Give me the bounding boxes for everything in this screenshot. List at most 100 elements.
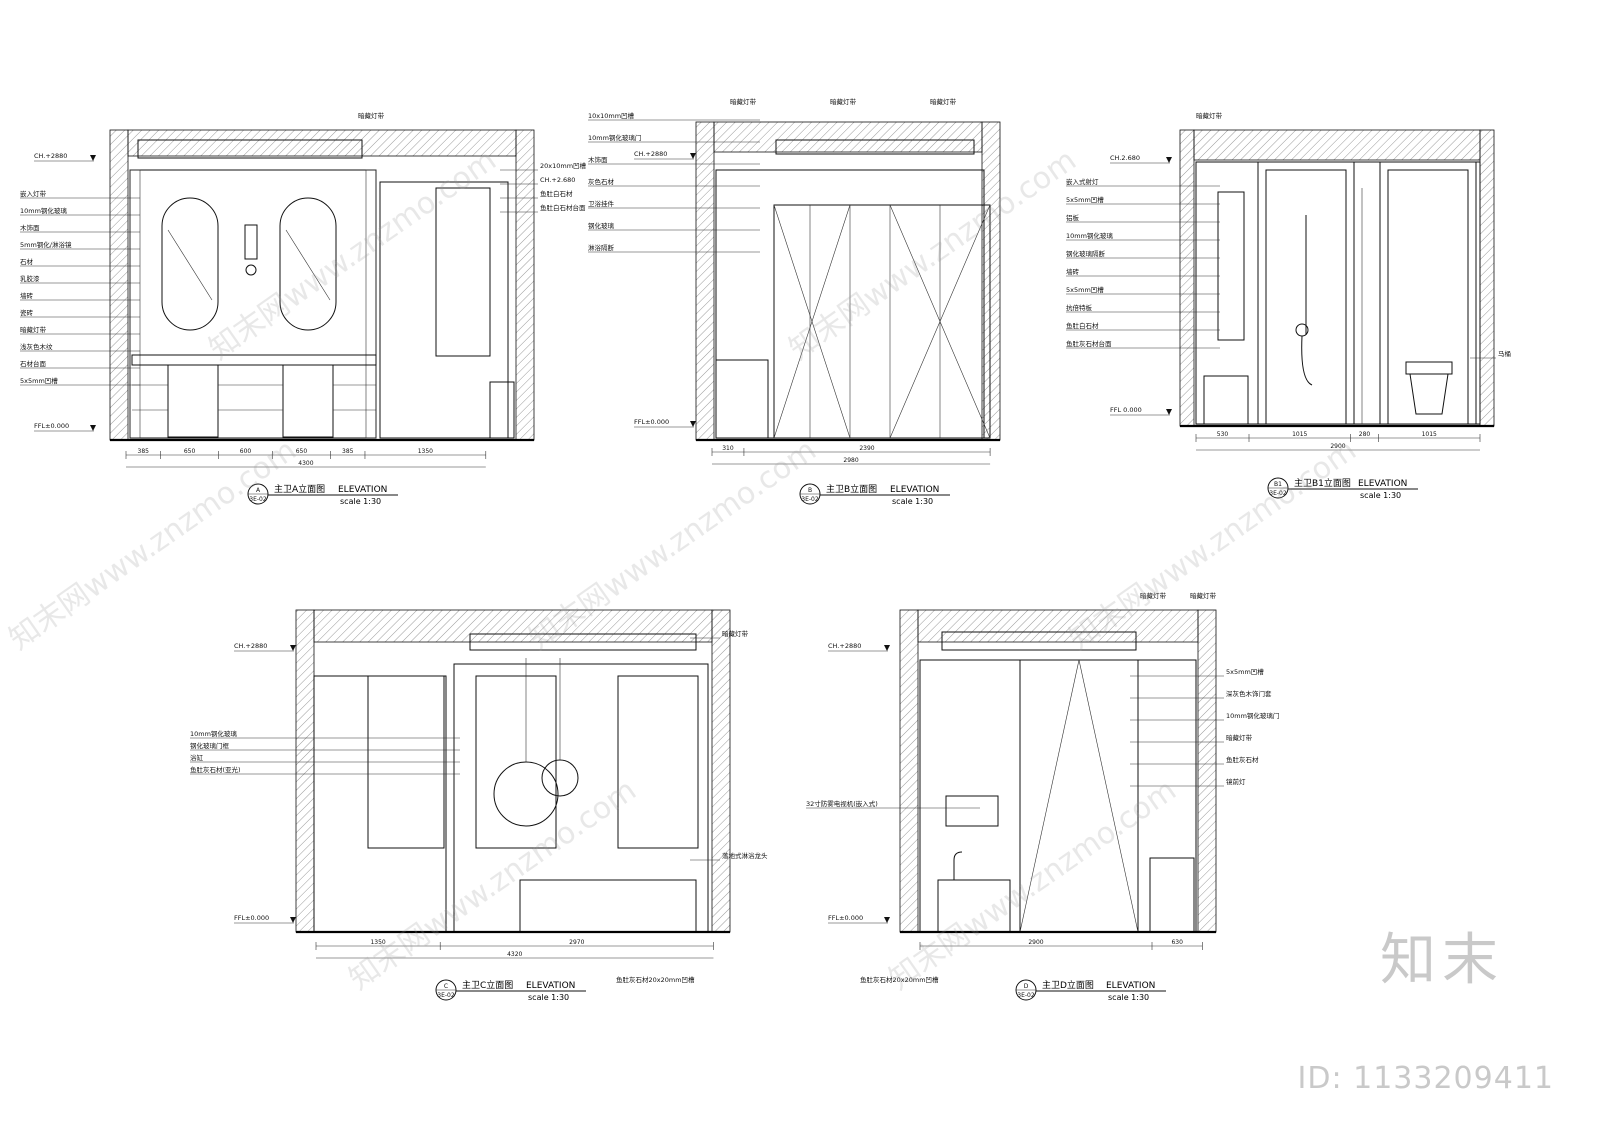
callout-label: 10mm钢化玻璃 [190,729,237,738]
cabinet [715,359,769,439]
callout-label: CH.+2.680 [540,176,575,184]
callout-label: 暗藏灯带 [1196,111,1223,120]
callout-label: 5x5mm凹槽 [1066,285,1104,294]
callout-label: 鱼肚灰石材台面 [1066,339,1112,348]
ceiling-coffer [775,139,975,155]
callout-label: 5x5mm凹槽 [1226,667,1264,676]
level-arrow [1166,409,1172,415]
callout-label: 钢化玻璃隔断 [1066,249,1106,258]
callout-label: 5x5mm凹槽 [20,376,58,385]
drawing-c [295,609,731,934]
dimension-value: 1350 [370,939,385,946]
level-arrow [690,421,696,427]
drawing-title: 主卫D立面图 [1042,979,1094,991]
drawing-scale: scale 1:30 [528,993,569,1002]
level-mark: FFL 0.000 [1110,406,1142,414]
drawing-elev: ELEVATION [890,485,939,495]
wall-left [899,609,919,933]
toilet-panel [1379,161,1477,425]
drawing-elev: ELEVATION [338,485,387,495]
side-wall [379,181,509,439]
drawing-d [899,609,1217,934]
drawing-title: 主卫C立面图 [462,979,513,991]
cabinet-left [167,364,219,438]
callout-label: 马桶 [1498,349,1511,358]
callout-label: 10x10mm凹槽 [588,111,635,120]
dimension-value: 1350 [418,448,433,455]
wall-right [1197,609,1217,933]
title-ref: 3E-02 [249,496,267,503]
callout-label: 木饰面 [20,223,40,232]
dimension-value: 310 [722,445,734,452]
bottom-callout: 鱼肚灰石材20x20mm凹槽 [860,975,939,984]
mirror-hatch [167,229,213,301]
callout-label: 5mm钢化/淋浴镜 [20,240,72,249]
cabinet-right [282,364,334,438]
callout-label: 瓷砖 [20,308,34,317]
drawing-elev: ELEVATION [1106,981,1155,991]
wall-right [1479,129,1495,427]
callout-label: 铝板 [1066,213,1080,222]
pendant-lamp [493,761,559,827]
dimension-value: 1015 [1422,431,1437,438]
mirror-left [161,197,219,331]
drawing-b1 [1179,129,1495,428]
toilet-bowl [1409,373,1449,415]
dimension-value: 2970 [569,939,584,946]
back-wall [1195,161,1481,425]
ceiling-coffer [469,633,697,651]
callout-label: 32寸防雾电视机(嵌入式) [806,799,878,808]
callout-label: 暗藏灯带 [1226,733,1253,742]
panel [129,169,141,439]
drawing-scale: scale 1:30 [892,497,933,506]
callout-label: 墙砖 [20,291,34,300]
title-ref: 3E-02 [1269,490,1287,497]
wall-left [109,129,129,441]
title-tag: B1 [1274,481,1282,488]
callout-label: 木饰面 [588,155,608,164]
callout-label: 卫浴挂件 [588,199,615,208]
callout-label: 鱼肚白石材 [1066,321,1099,330]
dimension-total: 2900 [1330,443,1345,450]
bathtub [519,879,697,933]
callout-label: 淋浴隔断 [588,243,615,252]
callout-label: 鱼肚白石材台面 [540,203,586,212]
basin-cabinet [1203,375,1249,425]
drawing-scale: scale 1:30 [1108,993,1149,1002]
title-tag: A [256,487,261,494]
wall-right [981,121,1001,441]
level-arrow [690,153,696,159]
callout-label: 10mm钢化玻璃门 [588,133,641,142]
window-center [475,675,557,849]
callout-label: 5x5mm凹槽 [1066,195,1104,204]
callout-label: 暗藏灯带 [1140,591,1167,600]
dimension-value: 600 [240,448,252,455]
drawing-title: 主卫A立面图 [274,483,325,495]
callout-label: 石材 [20,257,34,266]
toilet-tank [1405,361,1453,375]
drawing-elev: ELEVATION [526,981,575,991]
mirror-hatch [285,229,331,301]
dimension-value: 650 [184,448,196,455]
level-mark: CH.+2880 [634,150,667,158]
toilet-glass [1387,169,1469,425]
level-arrow [1166,157,1172,163]
callout-label: 暗藏灯带 [20,325,47,334]
callout-label: 灰色石材 [588,177,615,186]
tv [945,795,999,827]
window-niche [435,187,491,357]
dimension-value: 1015 [1292,431,1307,438]
drawing-a [109,129,535,442]
callout-label: 20x10mm凹槽 [540,161,587,170]
niche [1217,191,1245,341]
glass-door [1019,659,1139,933]
level-mark: FFL±0.000 [828,914,863,922]
callout-label: 浴缸 [190,753,204,762]
glass-door-frame [773,204,991,439]
glass-x [1078,659,1139,933]
callout-label: 10mm钢化玻璃 [20,206,67,215]
ceiling-coffer [941,631,1137,651]
callout-label: 鱼肚灰石材 [1226,755,1259,764]
callout-label: 钢化玻璃 [588,221,615,230]
